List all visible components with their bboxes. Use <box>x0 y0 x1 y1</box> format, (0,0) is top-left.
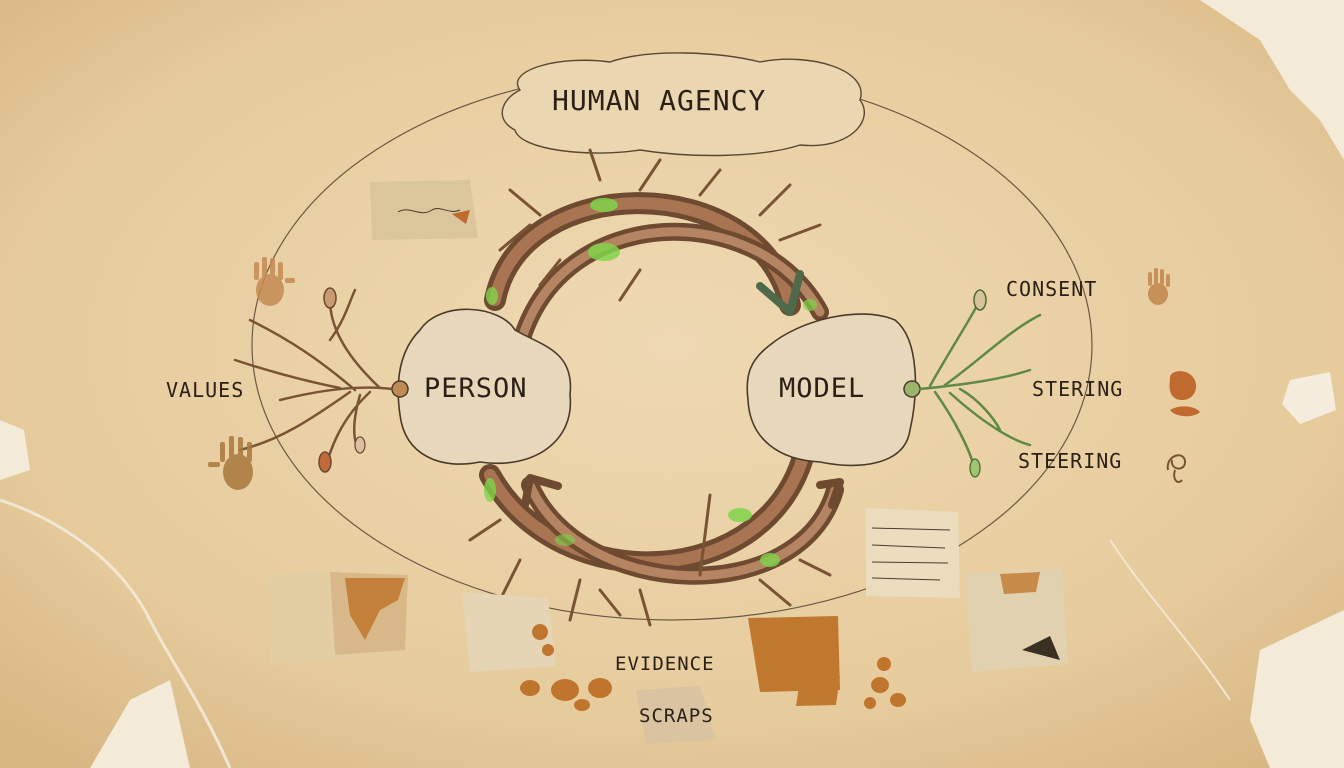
paper-scrap <box>268 570 408 665</box>
person-connector-dot <box>391 380 409 398</box>
model-node-shape <box>746 313 917 467</box>
paper-scrap <box>748 616 840 706</box>
diagram-title: HUMAN AGENCY <box>552 84 767 117</box>
torn-patch <box>90 680 190 768</box>
person-node-label: PERSON <box>424 373 528 404</box>
consent-label: CONSENT <box>1006 277 1098 301</box>
rust-blob-icon <box>1169 371 1200 417</box>
handprint-icon <box>1148 268 1170 305</box>
bud <box>973 289 987 311</box>
paper-crack <box>0 498 232 768</box>
title-cloud <box>501 52 866 157</box>
paper-scrap <box>370 180 478 240</box>
top-flow-arrows <box>484 148 829 354</box>
values-label: VALUES <box>166 378 245 402</box>
bud <box>969 458 981 478</box>
paper-scrap <box>965 568 1068 672</box>
bud <box>318 451 332 473</box>
model-connector-dot <box>903 380 921 398</box>
paper-crack <box>1109 539 1231 701</box>
steering-top-label: STERING <box>1032 377 1124 401</box>
scraps-label: SCRAPS <box>639 705 714 727</box>
evidence-label: EVIDENCE <box>615 653 715 675</box>
handprint-icon <box>254 257 295 306</box>
paper-scrap <box>462 592 556 672</box>
torn-patch <box>0 420 30 480</box>
bottom-flow-arrows <box>468 439 844 627</box>
spiral-icon <box>1166 454 1187 483</box>
rust-drips <box>520 657 906 711</box>
torn-patch <box>1282 372 1336 424</box>
paper-scrap <box>636 686 716 744</box>
model-node-label: MODEL <box>779 373 866 404</box>
steering-bottom-label: STEERING <box>1018 449 1123 473</box>
torn-patch <box>1250 610 1344 768</box>
bud <box>323 287 337 309</box>
bud <box>354 436 366 454</box>
torn-patch <box>1200 0 1344 160</box>
person-node-shape <box>397 308 572 465</box>
handprint-icon <box>208 436 253 490</box>
paper-scrap <box>866 508 960 598</box>
